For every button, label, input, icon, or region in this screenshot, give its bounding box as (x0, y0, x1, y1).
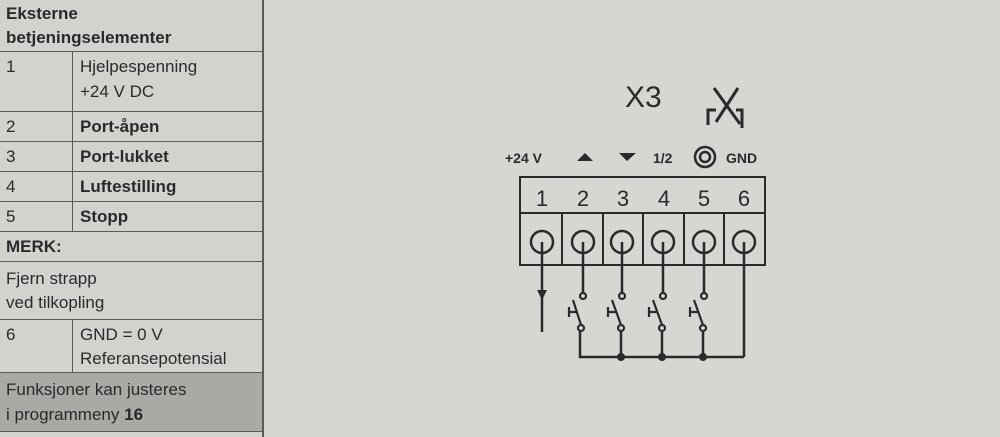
row-label: Hjelpespenning (80, 57, 198, 76)
note-line1: Fjern strapp (6, 269, 97, 288)
row-number: 3 (6, 147, 16, 166)
terminal-4-number: 4 (658, 186, 670, 211)
table-row: 4 Luftestilling (0, 172, 262, 202)
table-title-line2: betjeningselementer (6, 28, 172, 47)
footer-prefix: i programmeny (6, 405, 125, 424)
table-row: 5 Stopp (0, 202, 262, 232)
note-title: MERK: (6, 237, 62, 256)
open-arrow-icon (577, 153, 593, 161)
connector-label: X3 (625, 81, 662, 114)
terminal-1-number: 1 (536, 186, 548, 211)
table-row: 2 Port-åpen (0, 112, 262, 142)
close-arrow-icon (619, 153, 636, 161)
row-label-2: Referansepotensial (80, 349, 227, 368)
label-plus24v: +24 V (505, 150, 543, 166)
row-number: 5 (6, 207, 16, 226)
row-label: Stopp (80, 207, 129, 226)
label-half: 1/2 (653, 150, 673, 166)
table-title-line1: Eksterne (6, 4, 78, 23)
stop-icon (693, 145, 717, 169)
jumper-removed-icon (706, 87, 744, 128)
row-number: 2 (6, 117, 16, 136)
junction-dots (617, 353, 707, 361)
supply-arrow-icon (537, 290, 547, 300)
terminal-3-number: 3 (617, 186, 629, 211)
label-gnd: GND (726, 150, 757, 166)
note-row: Fjern strapp ved tilkopling (0, 262, 262, 320)
row-number: 1 (6, 57, 16, 76)
row-label: GND = 0 V (80, 325, 163, 344)
footer-line1: Funksjoner kan justeres (6, 380, 187, 399)
table-row: 6 GND = 0 V Referansepotensial (0, 320, 262, 373)
terminal-5-number: 5 (698, 186, 710, 211)
row-label-2: +24 V DC (80, 82, 155, 101)
terminal-6-number: 6 (738, 186, 750, 211)
footer-line2: i programmeny 16 (6, 403, 143, 426)
footer-menu-number: 16 (124, 405, 144, 424)
row-label: Port-lukket (80, 147, 169, 166)
terminal-block (519, 176, 766, 266)
table-row: 1 Hjelpespenning +24 V DC (0, 52, 262, 112)
row-label: Port-åpen (80, 117, 160, 136)
table-row: 3 Port-lukket (0, 142, 262, 172)
row-number: 4 (6, 177, 16, 196)
table-header: Eksterne betjeningselementer (0, 0, 262, 52)
control-elements-table: Eksterne betjeningselementer 1 Hjelpespe… (0, 0, 264, 437)
note-title-row: MERK: (0, 232, 262, 262)
terminal-2-number: 2 (577, 186, 589, 211)
wiring (540, 242, 746, 359)
row-label: Luftestilling (80, 177, 177, 196)
table-footer: Funksjoner kan justeres i programmeny 16 (0, 373, 262, 432)
note-line2: ved tilkopling (6, 293, 105, 312)
pushbutton-switches (567, 291, 709, 333)
row-number: 6 (6, 325, 16, 344)
